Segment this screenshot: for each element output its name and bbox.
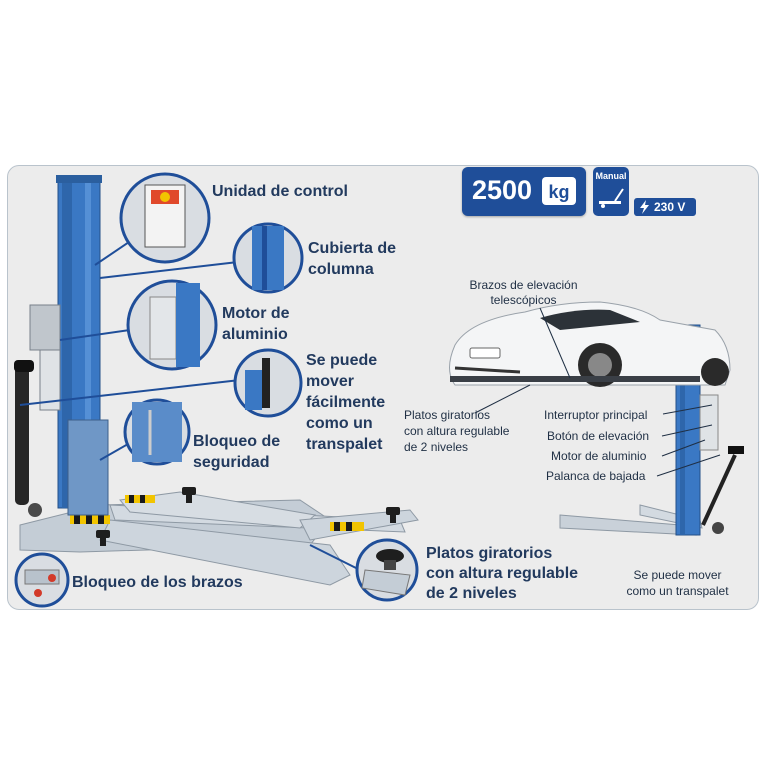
label-move-2: mover xyxy=(306,373,355,390)
label-column-cover-2: columna xyxy=(308,261,374,278)
callout-circles xyxy=(14,172,419,608)
label-lower-lever: Palanca de bajada xyxy=(546,469,646,483)
label-telescopic-1: Brazos de elevación xyxy=(469,278,578,292)
label-main-switch: Interruptor principal xyxy=(544,408,648,422)
label-r-move-1: Se puede mover xyxy=(633,568,722,582)
label-r-turntables-1: Platos giratorios xyxy=(404,408,491,422)
label-lift-button: Botón de elevación xyxy=(547,429,650,443)
label-r-move-2: como un transpalet xyxy=(626,584,729,598)
capacity-badge: 2500 kg xyxy=(462,167,586,216)
label-safety-lock-1: Bloqueo de xyxy=(193,433,281,450)
manual-label: Manual xyxy=(595,171,627,181)
label-move-3: fácilmente xyxy=(306,394,386,411)
capacity-unit: kg xyxy=(542,177,576,205)
manual-badge: Manual xyxy=(593,167,629,216)
label-turntables-2: con altura regulable xyxy=(426,565,579,582)
label-column-cover-1: Cubierta de xyxy=(308,240,397,257)
label-r-turntables-2: con altura regulable xyxy=(404,424,510,438)
left-lift xyxy=(14,175,419,586)
capacity-value: 2500 xyxy=(472,175,533,205)
label-arm-lock: Bloqueo de los brazos xyxy=(72,574,243,591)
hand-pallet-icon xyxy=(599,188,624,208)
label-move-5: transpalet xyxy=(306,436,383,453)
label-move-4: como un xyxy=(306,415,373,432)
label-safety-lock-2: seguridad xyxy=(193,454,270,471)
lightning-icon xyxy=(640,200,649,214)
label-motor-1: Motor de xyxy=(222,305,290,322)
label-motor-2: aluminio xyxy=(222,326,288,343)
label-turntables-3: de 2 niveles xyxy=(426,585,517,602)
voltage-badge: 230 V xyxy=(634,198,696,216)
label-control-unit: Unidad de control xyxy=(212,183,348,200)
label-r-motor: Motor de aluminio xyxy=(551,449,647,463)
label-turntables-1: Platos giratorios xyxy=(426,545,553,562)
car-icon xyxy=(449,301,731,387)
label-r-turntables-3: de 2 niveles xyxy=(404,440,469,454)
voltage-value: 230 V xyxy=(654,200,686,214)
hazard-stripes xyxy=(70,495,364,531)
callout-lines xyxy=(19,239,361,571)
label-telescopic-2: telescópicos xyxy=(490,293,557,307)
label-move-1: Se puede xyxy=(306,352,378,369)
